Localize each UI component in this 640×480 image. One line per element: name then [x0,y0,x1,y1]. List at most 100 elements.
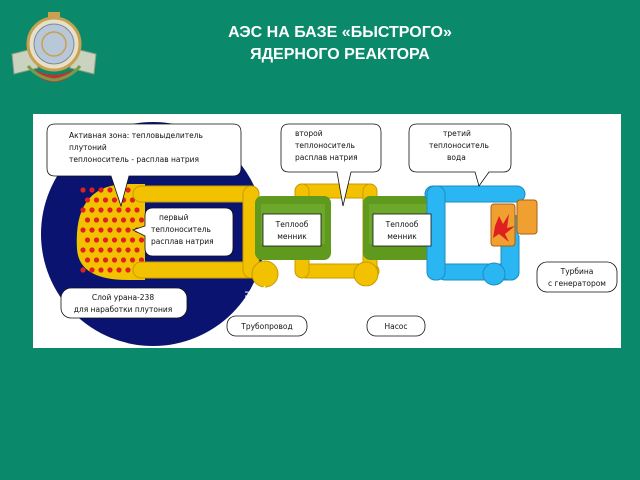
callout-third-line-2: теплоноситель [429,141,489,150]
core-fuel-dot [84,257,91,263]
core-fuel-dot [84,217,91,223]
leader-lines [238,233,540,321]
hx1-label-line-2: менник [277,232,307,241]
core-fuel-dot [125,207,131,213]
core-fuel-dot [98,267,104,273]
callout-second-line-1: второй [295,129,323,138]
core-fuel-dot [138,217,145,223]
core-fuel-dot [93,257,100,263]
callout-first-line-1: первый [159,213,189,222]
core-fuel-dot [129,237,136,243]
core-fuel-dot [93,237,100,243]
core-fuel-dot [98,247,104,253]
primary-hot-pipe [132,185,260,203]
core-fuel-dot [120,237,127,243]
core-fuel-dot [102,237,109,243]
core-fuel-dot [116,247,122,253]
core-fuel-dot [129,257,136,263]
core-fuel-dot [111,257,118,263]
core-fuel-dot [111,237,118,243]
core-fuel-dot [129,217,136,223]
core-fuel-dot [89,207,95,213]
npp-diagram: Активная зона: тепловыделитель плутоний … [41,122,618,346]
core-fuel-dot [120,257,127,263]
hx2-label-line-1: Теплооб [385,220,419,229]
slide-title: АЭС НА БАЗЕ «БЫСТРОГО» ЯДЕРНОГО РЕАКТОРА [150,22,530,66]
callout-core-line-1: Активная зона: тепловыделитель [69,131,203,140]
core-fuel-dot [98,187,104,193]
callout-pipe-text: Трубопровод [240,322,292,331]
core-fuel-dot [134,207,140,213]
callout-first-line-3: расплав натрия [151,237,214,246]
core-fuel-dot [98,207,104,213]
core-fuel-dot [89,267,95,273]
core-fuel-dot [111,217,118,223]
callout-pump-box [366,315,426,337]
core-fuel-dot [93,197,100,203]
core-fuel-dot [102,257,109,263]
core-fuel-dot [125,267,131,273]
core-fuel-dot [89,187,95,193]
core-fuel-dot [116,227,122,233]
core-fuel-dot [107,207,113,213]
core-fuel-dot [80,207,86,213]
pump-secondary [353,261,379,287]
callout-pump-text: Насос [384,322,407,331]
hx1-label-box [262,213,322,247]
core-fuel-dot [125,187,131,193]
callout-second-line-2: теплоноситель [295,141,355,150]
core-fuel-dot [120,217,127,223]
core-fuel-dot [80,267,86,273]
callout-third-line-1: третий [443,129,471,138]
core-fuel-dot [138,237,145,243]
core-fuel-dot [98,227,104,233]
callout-turbine-line-2: с генератором [548,279,606,288]
callout-turbine-box [536,261,618,293]
core-fuel-dots [80,187,145,273]
callout-first-bubble [131,207,234,257]
callout-turbine-line-1: Турбина [560,267,594,276]
callout-blanket-line-1: Слой урана-238 [92,293,154,302]
core-fuel-dot [93,217,100,223]
callout-third-bubble [408,123,512,187]
hx1-label-line-1: Теплооб [275,220,309,229]
callout-first-line-2: теплоноситель [151,225,211,234]
core-fuel-dot [89,227,95,233]
core-fuel-dot [107,247,113,253]
callout-core-line-2: плутоний [69,143,107,152]
core-fuel-dot [84,237,91,243]
callout-second-bubble [280,123,382,207]
callout-blanket-box [60,287,188,319]
core-fuel-dot [80,187,86,193]
core-fuel-dot [134,247,140,253]
core-fuel-dot [89,247,95,253]
callout-third-line-3: вода [447,153,466,162]
hx2-label-box [372,213,432,247]
core-fuel-dot [116,207,122,213]
core-fuel-dot [129,197,136,203]
pump-primary [251,260,279,288]
diagram-panel: Активная зона: тепловыделитель плутоний … [33,114,621,348]
core-fuel-dot [102,217,109,223]
core-fuel-dot [138,257,145,263]
water-top-pipe [424,185,526,203]
core-fuel-dot [107,267,113,273]
institution-logo [8,8,100,88]
core-fuel-dot [80,247,86,253]
core-fuel-dot [125,227,131,233]
hx2-label-line-2: менник [387,232,417,241]
callout-blanket-line-2: для наработки плутония [74,305,173,314]
pump-water [482,262,506,286]
title-line-2: ЯДЕРНОГО РЕАКТОРА [250,46,430,63]
core-fuel-dot [80,227,86,233]
callout-pipe-box [226,315,308,337]
core-fuel-dot [125,247,131,253]
callout-core-line-3: теплоноситель - расплав натрия [69,155,199,164]
core-fuel-dot [84,197,91,203]
turbine-generator [490,199,538,247]
callout-core-bubble [46,123,242,208]
core-fuel-dot [107,187,113,193]
core-fuel-dot [111,197,118,203]
core-fuel-dot [116,267,122,273]
core-fuel-dot [107,227,113,233]
